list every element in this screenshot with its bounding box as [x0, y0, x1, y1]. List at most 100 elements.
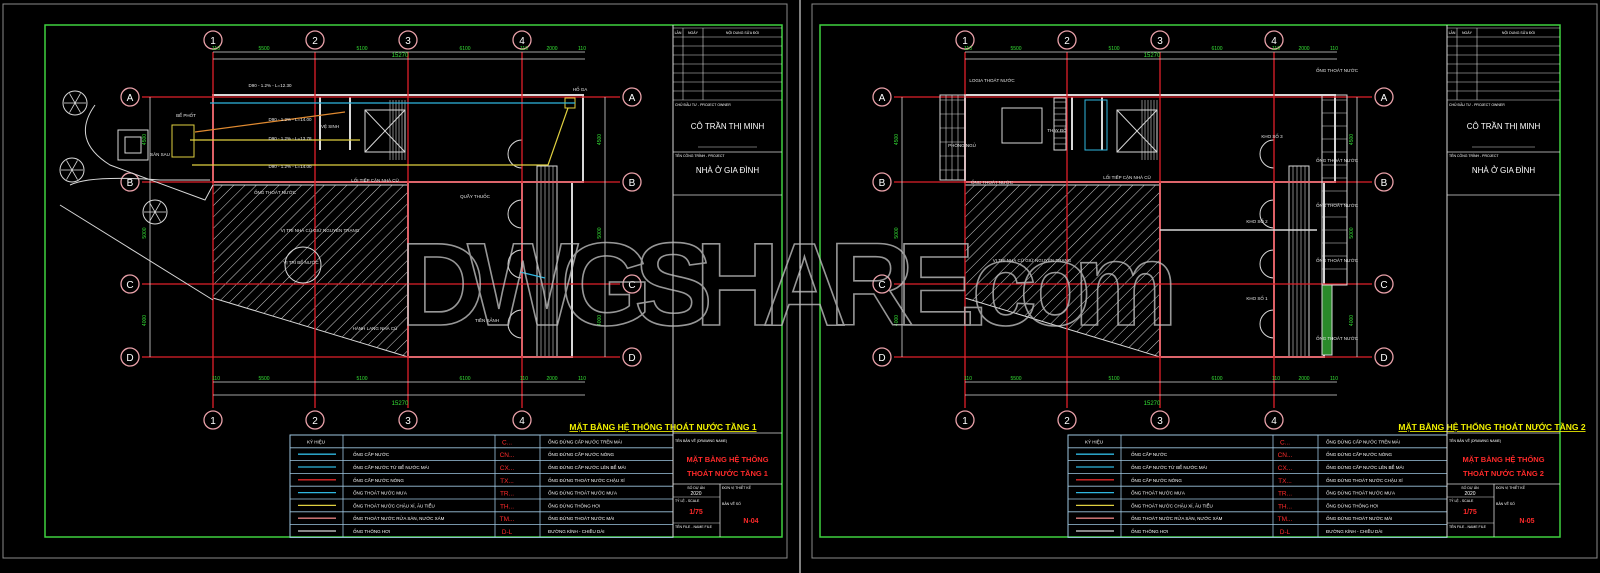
axis-label-A: A: [879, 93, 886, 104]
pipe-waste: [192, 107, 569, 166]
legend-description: ỐNG THOÁT NƯỚC CHẬU XÍ, ÂU TIỂU: [1131, 502, 1213, 508]
axis-bubble: [1264, 410, 1284, 430]
room-label: VỆ SINH: [321, 122, 339, 129]
axis-label-D: D: [1380, 353, 1387, 364]
dimension-segment: 5500: [258, 376, 269, 382]
axis-bubble: [955, 410, 975, 430]
revision-header: NGÀY: [1462, 31, 1473, 35]
drawing-name-label: TÊN BẢN VẼ (DRAWING NAME): [1449, 438, 1501, 443]
door-swing: [507, 249, 523, 279]
legend-description: ỐNG CẤP NƯỚC: [353, 451, 390, 457]
owner-label: CHỦ ĐẦU TƯ - PROJECT OWNER: [675, 102, 731, 107]
dimension-segment: 110: [1330, 46, 1338, 52]
axis-label-D: D: [878, 353, 885, 364]
tree-branch: [66, 169, 73, 180]
room-label: ỐNG THOÁT NƯỚC: [1316, 67, 1359, 73]
room-label: ỐNG THOÁT NƯỚC: [254, 189, 297, 195]
project-label: TÊN CÔNG TRÌNH - PROJECT: [1449, 153, 1499, 158]
dimension-row: 4500: [894, 134, 900, 145]
sheet-number: N-04: [743, 518, 758, 525]
room-label: VỊ TRÍ NHÀ CŨ GIỮ NGUYÊN TRẠNG: [993, 256, 1072, 263]
dimension-total: 15270: [392, 401, 409, 407]
axis-label-1: 1: [962, 416, 968, 427]
legend-code-description: ỐNG ĐỨNG THOÁT NƯỚC MƯA: [1326, 490, 1395, 496]
room-label: VỊ TRÍ BỂ NƯỚC: [283, 259, 319, 265]
axis-label-2: 2: [1064, 416, 1070, 427]
dimension-row: 4500: [142, 134, 148, 145]
dimension-row: 4000: [597, 315, 603, 326]
axis-label-C: C: [628, 280, 635, 291]
axis-bubble: [398, 30, 418, 50]
axis-bubble: [120, 347, 140, 367]
drawing-name-label: TÊN BẢN VẼ (DRAWING NAME): [675, 438, 727, 443]
room-label: VỊ TRÍ NHÀ CŨ GIỮ NGUYÊN TRẠNG: [281, 226, 360, 233]
tree-branch: [74, 102, 81, 113]
sheet-border: [811, 3, 1598, 559]
axis-bubble: [1374, 87, 1394, 107]
axis-label-2: 2: [312, 36, 318, 47]
room-label: LỐI TIẾP CẬN NHÀ CŨ: [351, 177, 399, 183]
tree-branch: [74, 93, 81, 104]
axis-bubble: [398, 410, 418, 430]
dimension-segment: 2000: [1298, 46, 1309, 52]
axis-bubble: [512, 30, 532, 50]
legend-code-description: ỐNG ĐỨNG THÔNG HƠI: [1326, 502, 1378, 508]
project-number: 2020: [690, 491, 701, 497]
dimension-segment: 110: [1330, 376, 1338, 382]
sheet-number-label: BẢN VẼ SỐ: [1496, 501, 1515, 506]
project-number-label: SỐ DỰ ÁN: [1461, 485, 1479, 490]
legend-code: TH...: [500, 503, 514, 510]
tree-branch: [154, 202, 161, 213]
dimension-segment: 110: [1272, 376, 1280, 382]
axis-bubble: [305, 410, 325, 430]
door-swing: [1259, 199, 1275, 229]
legend-code: C...: [1280, 439, 1290, 446]
dimension-segment: 110: [520, 376, 528, 382]
planter-green: [1321, 284, 1333, 356]
owner-name: CÔ TRẦN THỊ MINH: [691, 121, 765, 131]
axis-bubble: [1374, 347, 1394, 367]
dimension-row: 5000: [894, 227, 900, 238]
revision-header: LẦN: [1449, 31, 1456, 35]
drawing-name: THOÁT NƯỚC TẦNG 1: [687, 468, 768, 478]
room-label: ỐNG THOÁT NƯỚC: [1316, 257, 1359, 263]
door-swing: [1259, 309, 1275, 339]
owner-label: CHỦ ĐẦU TƯ - PROJECT OWNER: [1449, 102, 1505, 107]
dimension-row: 4000: [894, 315, 900, 326]
axis-label-B: B: [629, 178, 636, 189]
revision-header: LẦN: [675, 31, 682, 35]
legend-code-description: ĐƯỜNG KÍNH - CHIỀU DÀI: [1326, 528, 1382, 534]
axis-bubble: [622, 347, 642, 367]
legend-code: TR...: [500, 491, 514, 498]
dimension-segment: 5100: [1108, 376, 1119, 382]
axis-label-D: D: [126, 353, 133, 364]
room-label: ỐNG THOÁT NƯỚC: [1316, 157, 1359, 163]
axis-label-3: 3: [1157, 36, 1163, 47]
file-name-label: TÊN FILE - NAME FILE: [1449, 524, 1487, 529]
tree-branch: [149, 202, 156, 213]
project-name: NHÀ Ở GIA ĐÌNH: [696, 166, 760, 175]
axis-label-1: 1: [210, 416, 216, 427]
sheet-border: [2, 3, 788, 559]
legend-code: TX...: [1278, 478, 1292, 485]
dimension-segment: 6100: [1211, 46, 1222, 52]
axis-label-A: A: [127, 93, 134, 104]
legend-header: KÝ HIỆU: [307, 437, 325, 444]
septic-tank: [171, 124, 195, 158]
axis-bubble: [1264, 30, 1284, 50]
legend-code-description: ỐNG ĐỨNG CẤP NƯỚC TRÊN MÁI: [1326, 437, 1400, 444]
dimension-segment: 6100: [1211, 376, 1222, 382]
scale-value: 1/75: [689, 509, 703, 516]
room-label: D90 - 1.2% - L=14.00: [269, 164, 312, 169]
room-label: KHO SỐ 3: [1261, 133, 1283, 139]
dimension-segment: 110: [578, 46, 586, 52]
axis-label-3: 3: [1157, 416, 1163, 427]
legend-code: CX...: [1278, 465, 1293, 472]
scale-label: TỶ LỆ - SCALE: [1449, 498, 1474, 503]
dimension-total: 15270: [392, 53, 409, 59]
